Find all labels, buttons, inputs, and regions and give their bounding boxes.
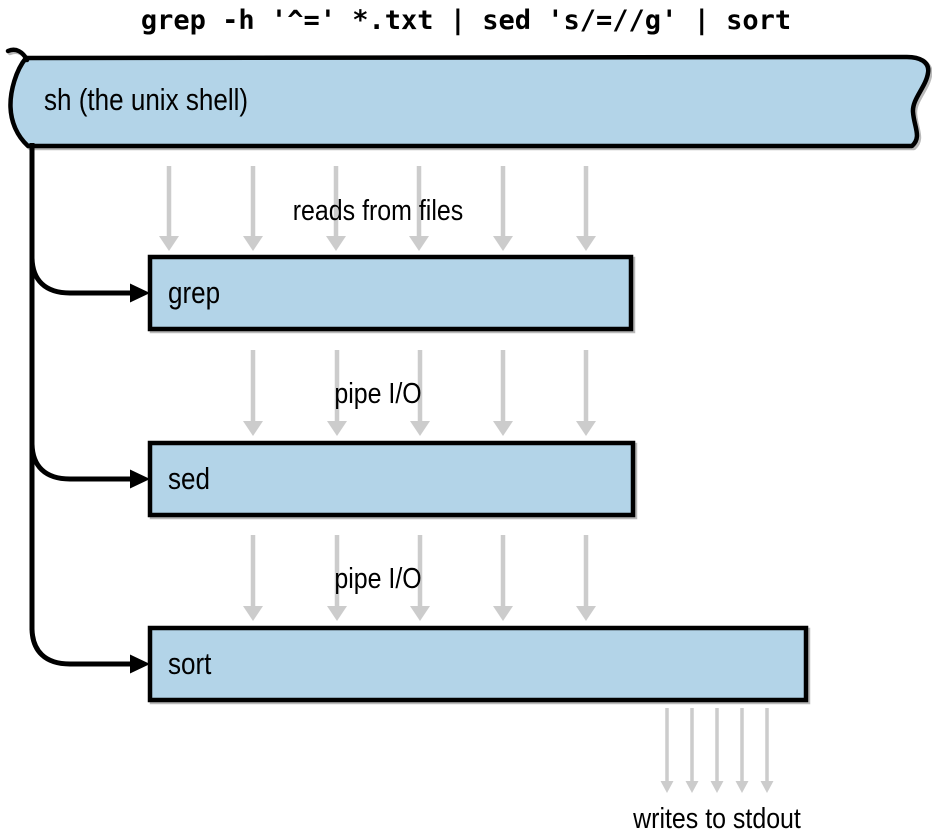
sort-box — [147, 625, 809, 703]
sort-box-label: sort — [168, 646, 212, 681]
flow-arrow-head — [710, 781, 724, 793]
grep-box — [147, 254, 634, 332]
sed-box-label: sed — [168, 461, 210, 496]
shell-connector — [29, 143, 150, 674]
arrowhead-sed — [130, 469, 150, 489]
reads-from-files-label: reads from files — [292, 195, 464, 227]
flow-arrow-head — [493, 606, 513, 621]
flow-arrows-writes-to-stdout — [660, 708, 774, 793]
flow-arrows-pipe-io-sed-sort — [243, 535, 596, 621]
shell-banner-shape — [5, 47, 931, 149]
flow-arrow-head — [243, 421, 263, 436]
pipe-io-label-1: pipe I/O — [334, 378, 422, 410]
flow-arrows-reads-from-files — [159, 166, 596, 251]
flow-arrow-head — [410, 606, 430, 621]
flow-arrow-head — [660, 781, 674, 793]
grep-box-label: grep — [168, 275, 221, 310]
flow-arrow-head — [576, 421, 596, 436]
flow-arrow-head — [685, 781, 699, 793]
flow-arrow-head — [576, 236, 596, 251]
connector-branch-sort — [29, 628, 131, 667]
flow-arrow-head — [243, 606, 263, 621]
connector-branch-grep — [29, 257, 131, 296]
connector-branch-sed — [29, 443, 131, 482]
pipe-io-label-2: pipe I/O — [334, 563, 422, 595]
banner-curl-left — [5, 47, 30, 63]
flow-arrow-head — [735, 781, 749, 793]
flow-arrow-head — [327, 421, 347, 436]
flow-arrow-head — [576, 606, 596, 621]
flow-arrow-head — [326, 236, 346, 251]
sed-box — [147, 440, 636, 518]
flow-arrows-pipe-io-grep-sed — [243, 350, 596, 436]
flow-arrow-head — [243, 236, 263, 251]
flow-arrows — [159, 166, 774, 793]
writes-to-stdout-label: writes to stdout — [633, 803, 801, 835]
flow-arrow-head — [760, 781, 774, 793]
arrowhead-grep — [130, 283, 150, 303]
flow-arrow-head — [409, 236, 429, 251]
arrowhead-sort — [130, 654, 150, 674]
flow-arrow-head — [493, 236, 513, 251]
shell-banner-label: sh (the unix shell) — [44, 82, 249, 117]
flow-arrow-head — [493, 421, 513, 436]
flow-arrow-head — [159, 236, 179, 251]
flow-arrow-head — [327, 606, 347, 621]
pipeline-command: grep -h '^=' *.txt | sed 's/=//g' | sort — [140, 5, 792, 36]
flow-arrow-head — [410, 421, 430, 436]
